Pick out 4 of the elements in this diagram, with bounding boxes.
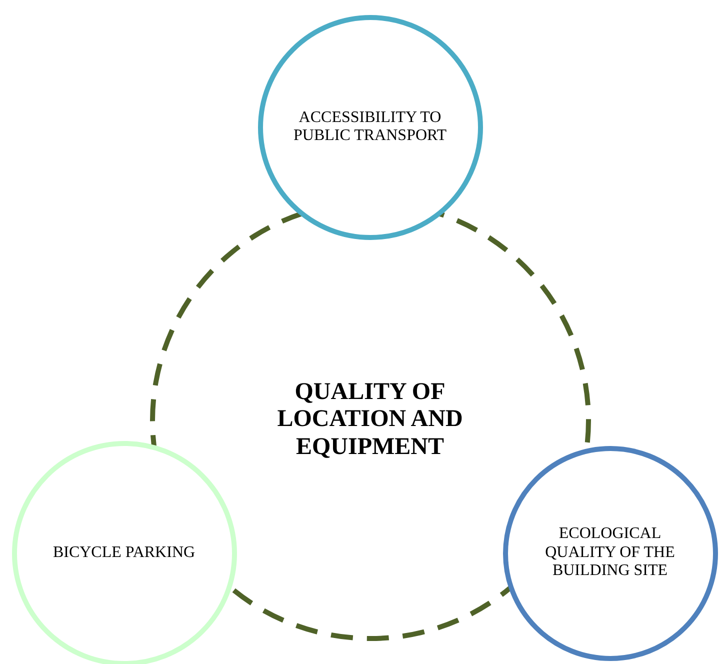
circle-label: BICYCLE PARKING [52, 544, 196, 562]
center-title: QUALITY OF LOCATION AND EQUIPMENT [276, 378, 464, 462]
circle-label: ECOLOGICAL QUALITY OF THE BUILDING SITE [544, 525, 676, 581]
circle-label: ACCESSIBILITY TO PUBLIC TRANSPORT [292, 108, 448, 146]
